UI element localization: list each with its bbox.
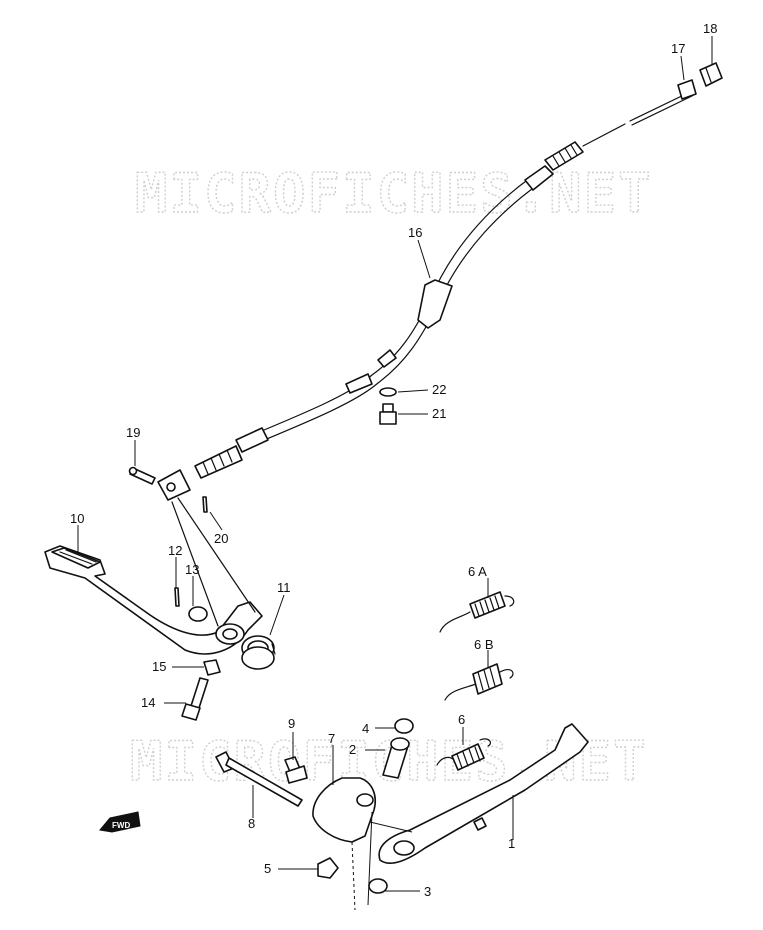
callout-8: 8 [248,816,255,831]
stand-bracket [312,777,376,843]
callout-21: 21 [432,406,446,421]
callout-1: 1 [508,836,515,851]
callout-6b: 6 B [474,637,494,652]
leader-lines [77,36,713,911]
callout-10: 10 [70,511,84,526]
callout-19: 19 [126,425,140,440]
nut-5 [317,857,339,879]
washer-3 [368,878,388,894]
washer-13 [188,606,208,622]
watermark-top: MICROFICHES.NET [135,162,653,225]
callout-2: 2 [349,742,356,757]
spring-6a [439,591,515,633]
callout-14: 14 [141,695,155,710]
callout-4: 4 [362,721,369,736]
callout-12: 12 [168,543,182,558]
brake-pedal [44,497,263,655]
callout-22: 22 [432,382,446,397]
side-stand [378,723,589,864]
bolt-9 [284,756,308,784]
callout-5: 5 [264,861,271,876]
long-bolt [215,751,303,807]
callout-13: 13 [185,562,199,577]
bolt-small [379,403,397,425]
callout-6: 6 [458,712,465,727]
callout-11: 11 [277,580,291,595]
cotter-pin-12 [174,587,180,607]
callout-17: 17 [671,41,685,56]
nut-15 [203,659,221,676]
callout-18: 18 [703,21,717,36]
cap [394,718,414,734]
forward-arrow-icon: FWD [99,811,141,833]
spring-6 [436,738,491,771]
spring-6b [444,663,514,701]
brake-cable [157,91,693,501]
washer [379,387,397,397]
callout-9: 9 [288,716,295,731]
callout-15: 15 [152,659,166,674]
callout-16: 16 [408,225,422,240]
bolt-14 [181,677,209,721]
callout-7: 7 [328,731,335,746]
callouts: 1 2 3 4 5 6 6 A 6 B 7 8 9 10 11 12 13 14… [70,21,717,899]
callout-20: 20 [214,531,228,546]
cable-end-fittings [677,62,723,100]
cotter-pin [202,496,208,513]
pivot-bushing [241,635,276,670]
pivot-bolt [382,737,410,779]
callout-3: 3 [424,884,431,899]
fwd-label: FWD [112,821,130,830]
clevis-pin [128,466,156,485]
callout-6a: 6 A [468,564,487,579]
